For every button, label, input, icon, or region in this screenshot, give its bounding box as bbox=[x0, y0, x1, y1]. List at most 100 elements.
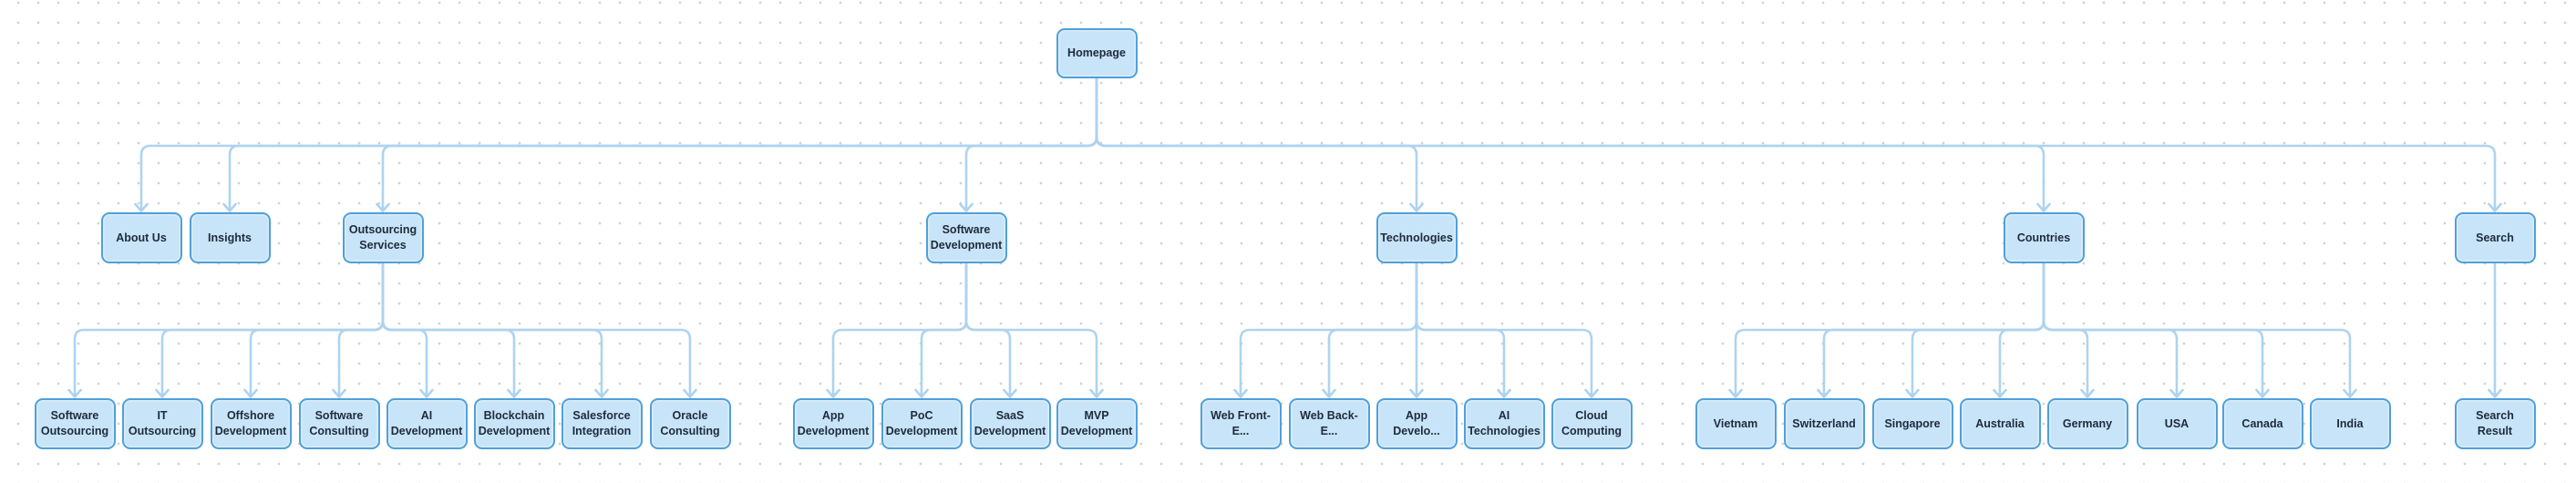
node-search-result[interactable]: Search Result bbox=[2454, 398, 2536, 449]
node-cloud-computing[interactable]: Cloud Computing bbox=[1551, 398, 1633, 449]
node-label: Homepage bbox=[1067, 46, 1126, 59]
node-label: Salesforce Integration bbox=[572, 409, 632, 437]
connector bbox=[228, 77, 1098, 212]
connector-arrowhead-icon bbox=[1817, 388, 1831, 398]
node-ai-technologies[interactable]: AI Technologies bbox=[1463, 398, 1545, 449]
node-app-develo[interactable]: App Develo... bbox=[1376, 398, 1458, 449]
node-label: Software Consulting bbox=[309, 409, 369, 437]
node-about-us[interactable]: About Us bbox=[100, 212, 182, 263]
connector-arrowhead-icon bbox=[222, 202, 237, 212]
connector-arrowhead-icon bbox=[134, 202, 149, 212]
connector-arrowhead-icon bbox=[1584, 388, 1599, 398]
connector bbox=[964, 262, 1012, 398]
connector-arrowhead-icon bbox=[507, 388, 521, 398]
connector bbox=[1095, 77, 2497, 212]
node-it-outsourcing[interactable]: IT Outsourcing bbox=[121, 398, 203, 449]
connector-arrowhead-icon bbox=[594, 388, 609, 398]
connector bbox=[1239, 262, 1418, 398]
node-label: Countries bbox=[2016, 231, 2071, 244]
connector bbox=[1095, 77, 2045, 212]
connector bbox=[381, 262, 692, 398]
node-australia[interactable]: Australia bbox=[1959, 398, 2041, 449]
connector bbox=[831, 262, 968, 398]
connector-arrowhead-icon bbox=[1089, 388, 1104, 398]
connector-arrowhead-icon bbox=[376, 202, 390, 212]
node-germany[interactable]: Germany bbox=[2046, 398, 2128, 449]
connector-arrowhead-icon bbox=[1497, 388, 1511, 398]
connector bbox=[1822, 262, 2045, 398]
node-outsourcing-services[interactable]: Outsourcing Services bbox=[342, 212, 424, 263]
node-label: Vietnam bbox=[1713, 416, 1758, 430]
node-label: Outsourcing Services bbox=[348, 223, 417, 252]
node-oracle-consulting[interactable]: Oracle Consulting bbox=[649, 398, 731, 449]
node-insights[interactable]: Insights bbox=[189, 212, 271, 263]
node-label: Software Outsourcing bbox=[40, 409, 109, 437]
node-switzerland[interactable]: Switzerland bbox=[1783, 398, 1865, 449]
connector bbox=[1911, 262, 2045, 398]
node-label: Technologies bbox=[1380, 231, 1453, 244]
connector-arrowhead-icon bbox=[1993, 388, 2007, 398]
node-label: Insights bbox=[208, 231, 252, 244]
node-canada[interactable]: Canada bbox=[2221, 398, 2303, 449]
node-salesforce-integration[interactable]: Salesforce Integration bbox=[561, 398, 643, 449]
node-label: App Develo... bbox=[1393, 409, 1440, 437]
connector-arrowhead-icon bbox=[1322, 388, 1336, 398]
node-app-development[interactable]: App Development bbox=[792, 398, 874, 449]
node-label: AI Technologies bbox=[1468, 409, 1540, 437]
node-saas-development[interactable]: SaaS Development bbox=[969, 398, 1051, 449]
node-homepage[interactable]: Homepage bbox=[1056, 28, 1138, 78]
node-label: India bbox=[2336, 416, 2364, 430]
node-label: USA bbox=[2164, 416, 2190, 430]
node-web-back-end[interactable]: Web Back-E... bbox=[1288, 398, 1370, 449]
connector-arrowhead-icon bbox=[1905, 388, 1920, 398]
node-countries[interactable]: Countries bbox=[2003, 212, 2085, 263]
connector bbox=[920, 262, 968, 398]
node-label: PoC Development bbox=[885, 409, 958, 437]
node-india[interactable]: India bbox=[2309, 398, 2391, 449]
node-poc-development[interactable]: PoC Development bbox=[881, 398, 963, 449]
connector bbox=[249, 262, 385, 398]
connector-arrowhead-icon bbox=[2488, 202, 2502, 212]
connector-arrowhead-icon bbox=[2343, 388, 2357, 398]
connector bbox=[381, 262, 428, 398]
connector-arrowhead-icon bbox=[67, 388, 82, 398]
node-vietnam[interactable]: Vietnam bbox=[1695, 398, 1777, 449]
node-search[interactable]: Search bbox=[2454, 212, 2536, 263]
connector bbox=[2042, 262, 2352, 398]
connector bbox=[2042, 262, 2264, 398]
node-ai-development[interactable]: AI Development bbox=[386, 398, 468, 449]
node-label: Cloud Computing bbox=[1561, 409, 1622, 437]
node-technologies[interactable]: Technologies bbox=[1376, 212, 1458, 263]
connector-arrowhead-icon bbox=[683, 388, 697, 398]
node-usa[interactable]: USA bbox=[2136, 398, 2218, 449]
node-label: SaaS Development bbox=[974, 409, 1046, 437]
node-software-outsourcing[interactable]: Software Outsourcing bbox=[34, 398, 116, 449]
node-software-development[interactable]: Software Development bbox=[925, 212, 1007, 263]
connector bbox=[1095, 77, 1418, 212]
node-label: Blockchain Development bbox=[478, 409, 551, 437]
node-singapore[interactable]: Singapore bbox=[1871, 398, 1953, 449]
node-label: Switzerland bbox=[1792, 416, 1856, 430]
connector-arrowhead-icon bbox=[2488, 388, 2502, 398]
node-software-consulting[interactable]: Software Consulting bbox=[298, 398, 380, 449]
connector bbox=[964, 77, 1098, 212]
node-label: About Us bbox=[116, 231, 167, 244]
node-offshore-development[interactable]: Offshore Development bbox=[210, 398, 292, 449]
node-label: Canada bbox=[2241, 416, 2283, 430]
connector bbox=[1415, 262, 1506, 398]
node-mvp-development[interactable]: MVP Development bbox=[1056, 398, 1138, 449]
connector-arrowhead-icon bbox=[914, 388, 929, 398]
node-blockchain-development[interactable]: Blockchain Development bbox=[473, 398, 555, 449]
node-web-front-end[interactable]: Web Front-E... bbox=[1200, 398, 1282, 449]
connector-arrowhead-icon bbox=[243, 388, 258, 398]
node-label: Australia bbox=[1975, 416, 2025, 430]
connector-arrowhead-icon bbox=[1409, 388, 1424, 398]
connector-arrowhead-icon bbox=[2255, 388, 2270, 398]
connector bbox=[1998, 262, 2045, 398]
connector bbox=[139, 77, 1098, 212]
node-label: Germany bbox=[2062, 416, 2113, 430]
node-label: AI Development bbox=[390, 409, 463, 437]
connector-arrowhead-icon bbox=[1003, 388, 1017, 398]
connector bbox=[1327, 262, 1418, 398]
